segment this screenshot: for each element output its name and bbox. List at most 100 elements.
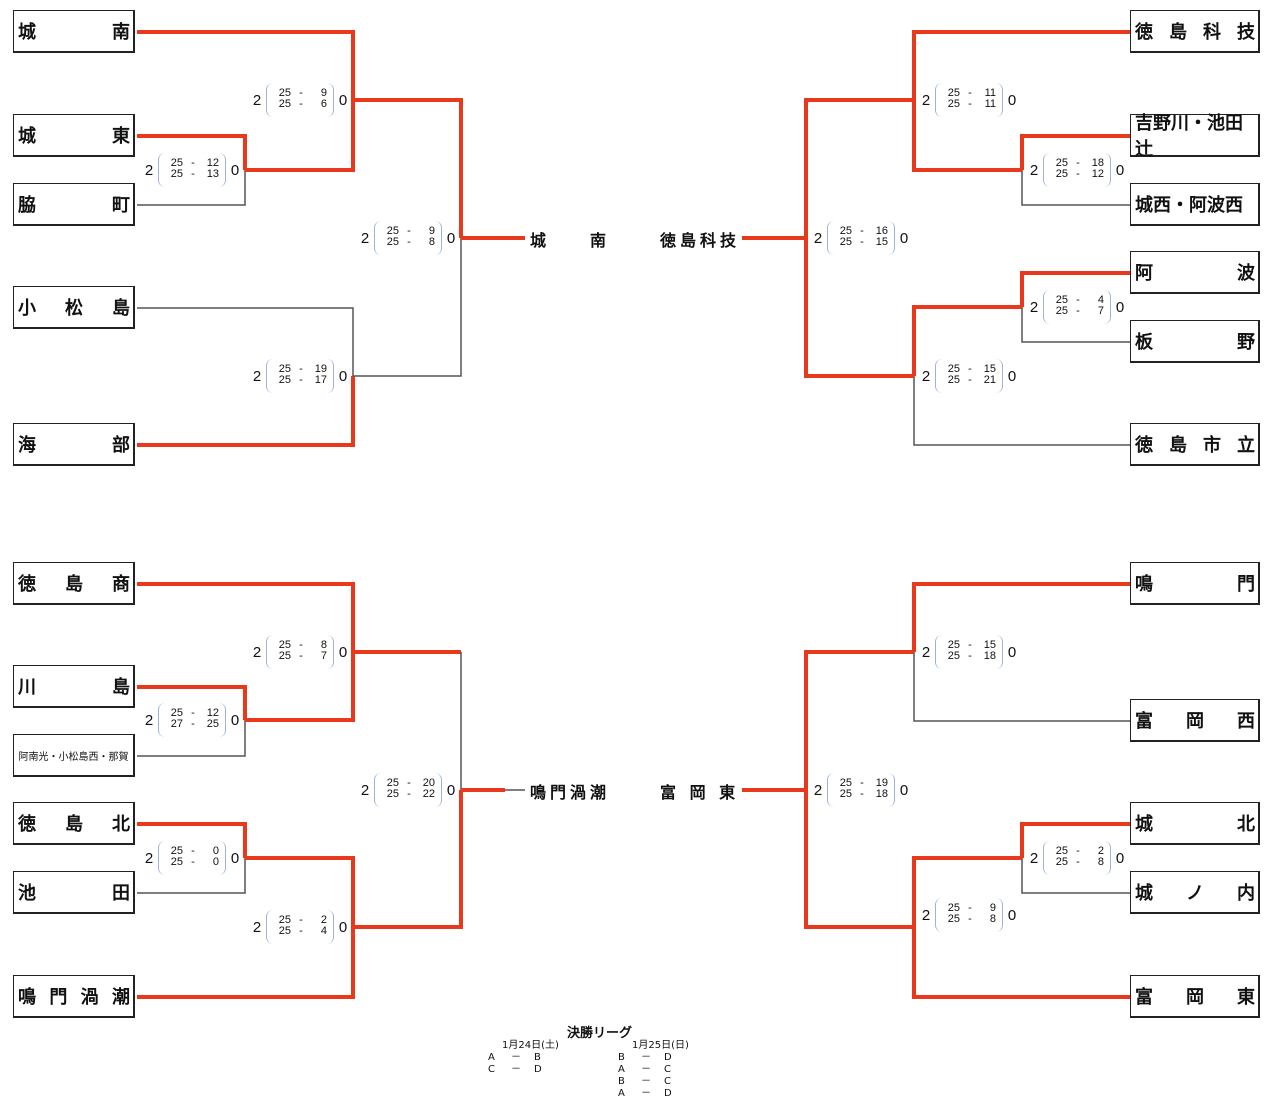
set-score-winner: 25 xyxy=(947,902,960,914)
set-score-row: 25-12 xyxy=(1044,169,1110,180)
set-score-row: 25-11 xyxy=(936,99,1002,110)
set-score-dash: - xyxy=(860,225,864,237)
loser-path xyxy=(1021,170,1130,206)
set-score-winner: 25 xyxy=(1055,294,1068,306)
set-score-dash: - xyxy=(860,236,864,248)
team-name-char: 東 xyxy=(1237,987,1255,1008)
set-score-row: 25-4 xyxy=(267,926,333,937)
set-score-row: 25-9 xyxy=(936,903,1002,914)
loser-path xyxy=(1021,858,1130,894)
team-name-char: 徳 xyxy=(18,574,36,595)
team-name-char: ノ xyxy=(1186,883,1204,904)
set-score-dash: - xyxy=(860,788,864,800)
winner-sets: 2 xyxy=(921,643,931,661)
team-name-char: 徳 xyxy=(1135,22,1153,43)
set-score-loser: 9 xyxy=(989,902,996,914)
loser-sets: 0 xyxy=(1007,906,1017,924)
set-score-row: 25-15 xyxy=(936,640,1002,651)
final-league-match: A－C xyxy=(618,1064,689,1076)
team-name-char: 渦 xyxy=(80,987,99,1008)
winner-sets: 2 xyxy=(921,367,931,385)
loser-sets: 0 xyxy=(338,918,348,936)
set-score-winner: 25 xyxy=(278,374,291,386)
set-score-loser: 0 xyxy=(212,856,219,868)
set-score-dash: - xyxy=(191,718,195,730)
set-score-row: 25-7 xyxy=(267,651,333,662)
winner-sets: 2 xyxy=(921,906,931,924)
set-score-loser: 6 xyxy=(320,98,327,110)
team-letter: D xyxy=(664,1088,672,1099)
set-score-winner: 25 xyxy=(947,639,960,651)
loser-path xyxy=(913,376,1130,446)
loser-sets: 0 xyxy=(338,91,348,109)
final-league-match: B－D xyxy=(618,1052,689,1064)
set-score-row: 25-12 xyxy=(159,158,225,169)
set-score-dash: - xyxy=(191,168,195,180)
set-score-loser: 2 xyxy=(320,914,327,926)
winner-sets: 2 xyxy=(360,781,370,799)
team-box: 徳島商 xyxy=(13,562,135,605)
team-name-char: 門 xyxy=(1237,574,1255,595)
final-league-match: A－D xyxy=(618,1088,689,1100)
winner-path xyxy=(1020,822,1130,858)
team-box: 鳴門渦潮 xyxy=(13,975,135,1018)
set-score-row: 25-17 xyxy=(267,375,333,386)
set-score-dash: - xyxy=(407,788,411,800)
loser-sets: 0 xyxy=(1115,161,1125,179)
set-score-loser: 18 xyxy=(983,650,996,662)
set-score-winner: 25 xyxy=(278,925,291,937)
winner-path xyxy=(912,856,1022,927)
block-winner-name: 徳島科技 xyxy=(660,231,741,250)
set-score-dash: - xyxy=(299,87,303,99)
set-score-loser: 2 xyxy=(1097,845,1104,857)
team-name-char: 鳴 xyxy=(18,987,36,1008)
set-score-winner: 25 xyxy=(278,363,291,375)
set-score-row: 25-9 xyxy=(267,88,333,99)
team-box: 城南 xyxy=(13,10,135,53)
set-score-row: 25-18 xyxy=(828,789,894,800)
set-score-dash: - xyxy=(299,639,303,651)
winner-path xyxy=(1020,134,1130,170)
team-box: 小松島 xyxy=(13,286,135,329)
set-score-loser: 12 xyxy=(206,157,219,169)
set-score-loser: 8 xyxy=(428,236,435,248)
team-box: 阿波 xyxy=(1130,251,1260,294)
match-dash: － xyxy=(641,1052,651,1063)
set-score-winner: 25 xyxy=(170,707,183,719)
set-score-row: 25-7 xyxy=(1044,306,1110,317)
winner-path xyxy=(353,790,463,929)
set-score-dash: - xyxy=(299,925,303,937)
loser-sets: 0 xyxy=(1007,643,1017,661)
winner-sets: 2 xyxy=(252,91,262,109)
set-score-winner: 25 xyxy=(278,650,291,662)
team-box: 城ノ内 xyxy=(1130,871,1260,914)
loser-path xyxy=(913,652,1130,722)
loser-path xyxy=(137,170,246,206)
set-score-loser: 8 xyxy=(320,639,327,651)
team-name-char: 海 xyxy=(18,435,36,456)
winner-path xyxy=(137,927,355,999)
block-winner-name: 鳴門渦潮 xyxy=(530,783,611,802)
set-score-loser: 18 xyxy=(875,788,888,800)
team-letter: C xyxy=(488,1064,495,1075)
winner-sets: 2 xyxy=(144,161,154,179)
set-score-row: 25-0 xyxy=(159,857,225,868)
set-score-winner: 25 xyxy=(947,913,960,925)
team-name-char: 城 xyxy=(1135,814,1153,835)
